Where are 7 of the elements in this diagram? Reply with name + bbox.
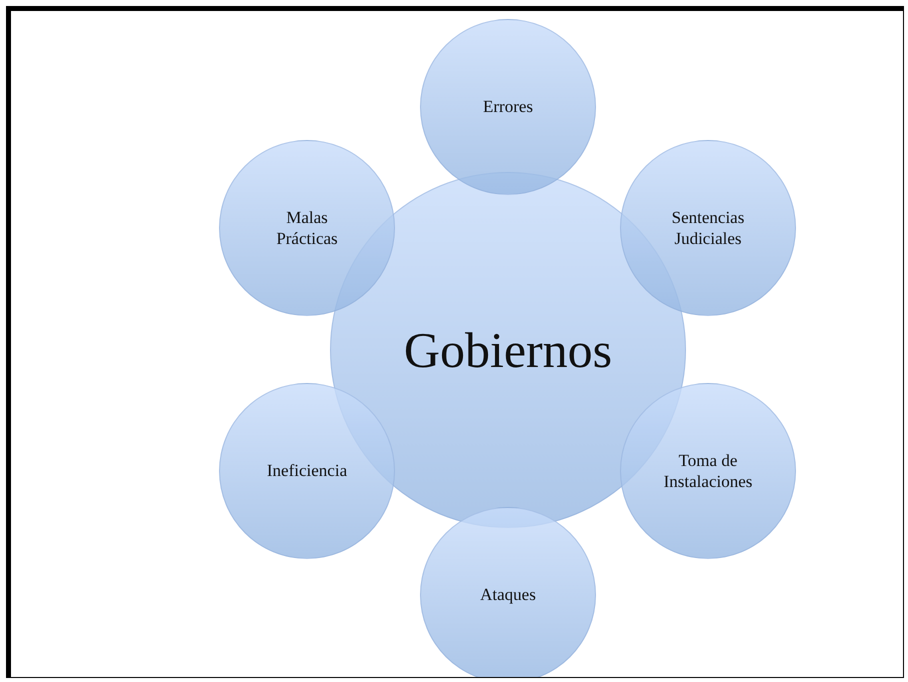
center-label: Gobiernos (404, 320, 612, 380)
circle-label: Sentencias Judiciales (670, 206, 746, 250)
circle-label: Malas Prácticas (275, 206, 339, 250)
circle-label: Ineficiencia (266, 460, 348, 482)
circle-label: Ataques (480, 584, 536, 606)
circle-label: Toma de Instalaciones (662, 450, 754, 492)
circle-label: Errores (482, 96, 534, 118)
